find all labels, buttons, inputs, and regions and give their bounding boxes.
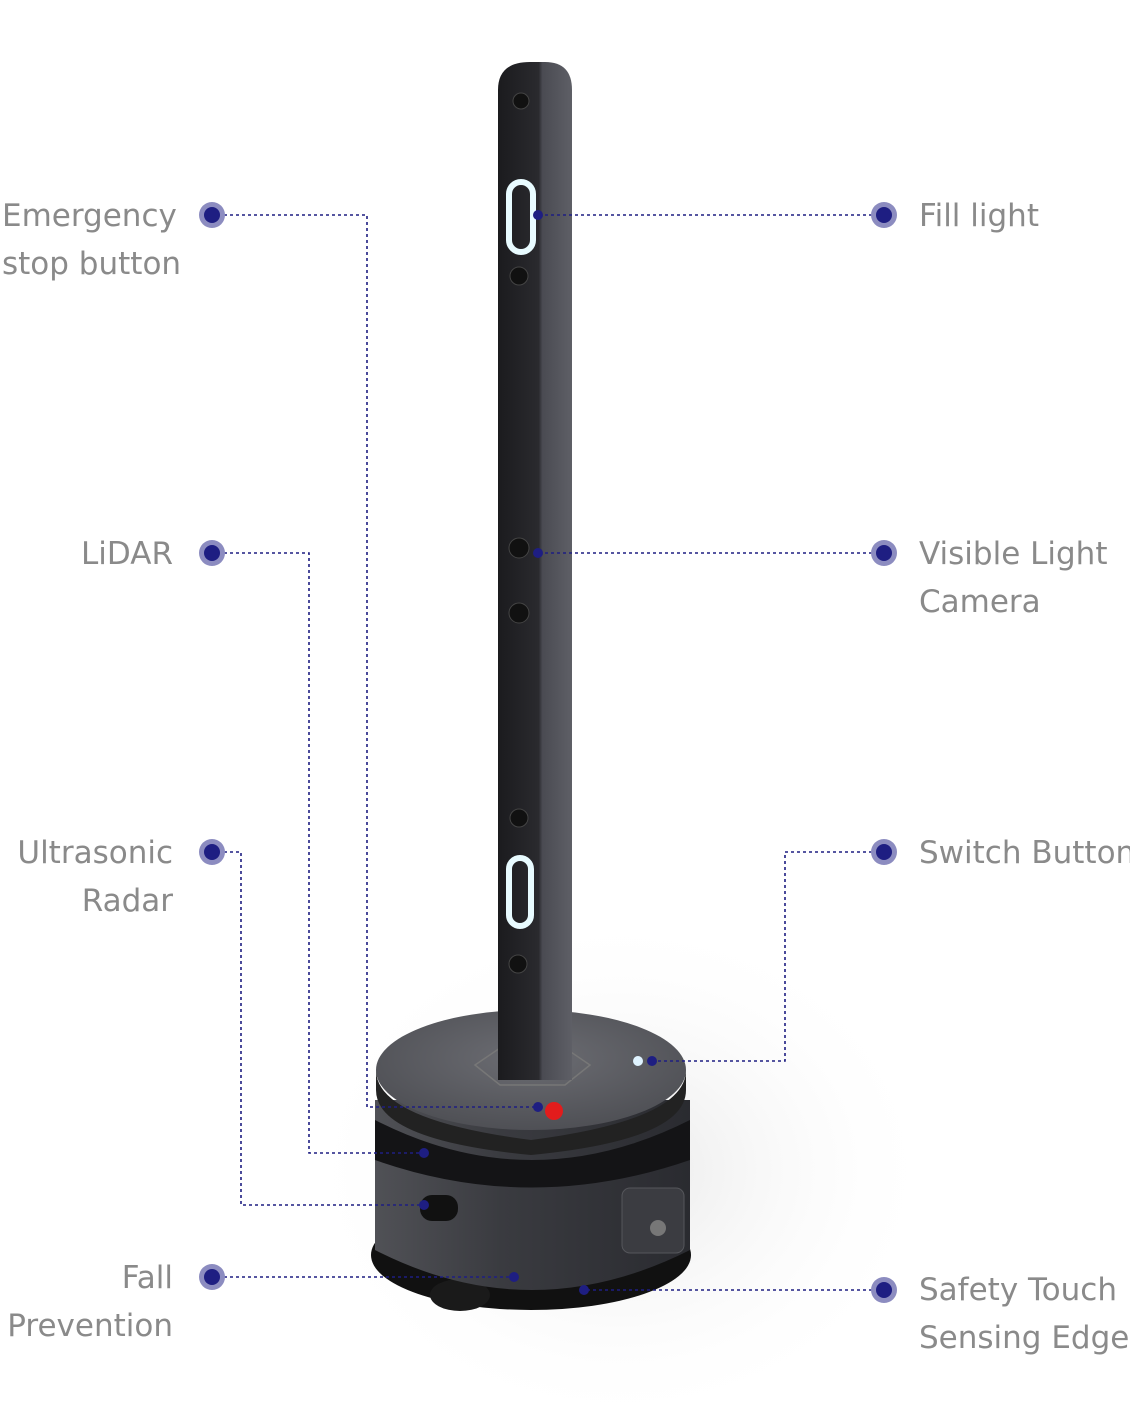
leader-lidar	[212, 552, 424, 1154]
leader-lines	[212, 214, 884, 1291]
robot-pole	[498, 62, 572, 1080]
top-camera-icon	[512, 92, 530, 110]
label-safety-touch-edge: Safety Touch Sensing Edge	[919, 1272, 1130, 1356]
label-emergency-stop: Emergency stop button	[2, 198, 182, 282]
switch-button-icon	[633, 1056, 643, 1066]
label-ultrasonic-radar: Ultrasonic Radar	[17, 835, 173, 919]
label-fill-light: Fill light	[919, 198, 1039, 234]
marker-dots	[199, 202, 897, 1303]
fill-light-icon	[506, 179, 536, 255]
leader-emergency-stop	[212, 214, 538, 1108]
leader-switch-button	[652, 851, 884, 1062]
visible-camera-icon	[508, 537, 530, 559]
label-fall-prevention: Fall Prevention	[7, 1260, 173, 1344]
label-switch-button: Switch Button	[919, 835, 1130, 871]
emergency-stop-button-icon	[545, 1102, 563, 1120]
label-lidar: LiDAR	[81, 536, 173, 572]
label-visible-light-camera: Visible Light Camera	[919, 536, 1108, 620]
leader-ultrasonic	[212, 851, 424, 1206]
lower-fill-light-icon	[506, 855, 534, 929]
